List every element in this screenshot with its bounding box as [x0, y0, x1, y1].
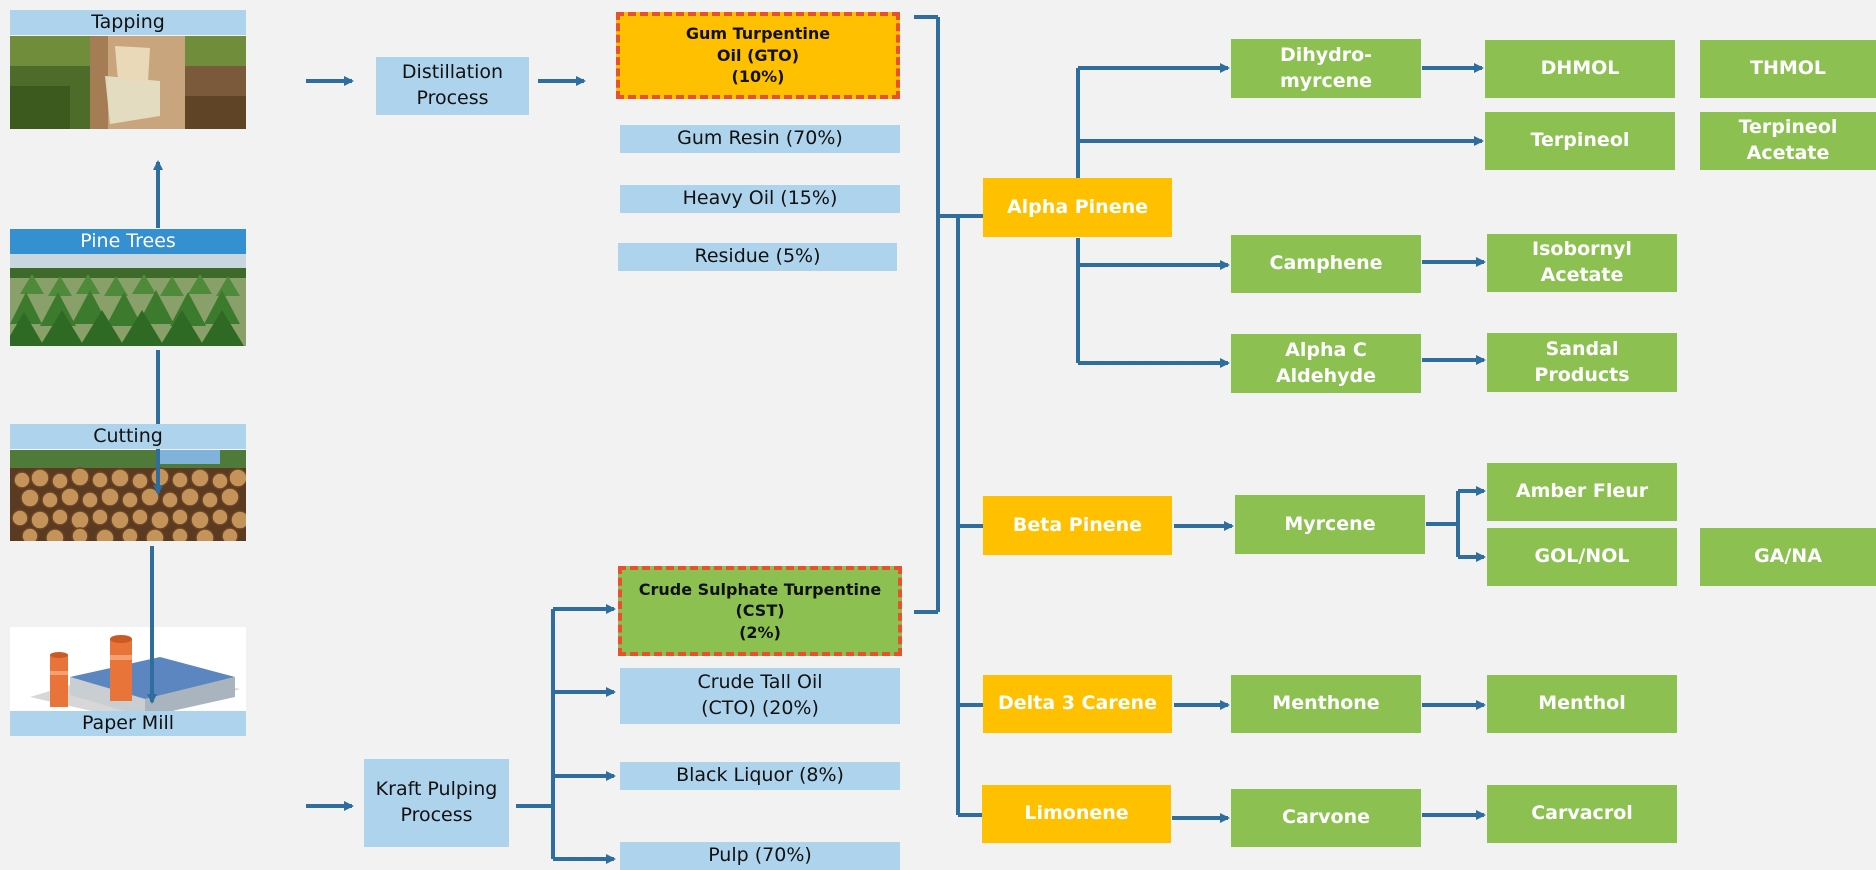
- tapping-photo: [10, 36, 246, 129]
- node-ga-na: GA/NA: [1700, 528, 1876, 586]
- node-crude-sulphate-turpentine: Crude Sulphate Turpentine (CST) (2%): [618, 566, 902, 656]
- node-gum-resin: Gum Resin (70%): [620, 125, 900, 153]
- node-delta-3-carene: Delta 3 Carene: [983, 675, 1172, 733]
- node-black-liquor: Black Liquor (8%): [620, 762, 900, 790]
- node-terpineol: Terpineol: [1485, 112, 1675, 170]
- node-cutting: Cutting: [10, 424, 246, 449]
- node-paper-mill: Paper Mill: [10, 711, 246, 736]
- node-menthol: Menthol: [1487, 675, 1677, 733]
- node-amber-fleur: Amber Fleur: [1487, 463, 1677, 521]
- cutting-photo: [10, 450, 246, 541]
- node-residue: Residue (5%): [618, 243, 897, 271]
- node-carvacrol: Carvacrol: [1487, 785, 1677, 843]
- node-thmol: THMOL: [1700, 40, 1876, 98]
- node-gum-turpentine-oil: Gum Turpentine Oil (GTO) (10%): [616, 12, 900, 99]
- node-terpineol-acetate: Terpineol Acetate: [1700, 112, 1876, 170]
- node-carvone: Carvone: [1231, 789, 1421, 847]
- node-dihydromyrcene: Dihydro- myrcene: [1231, 39, 1421, 98]
- node-menthone: Menthone: [1231, 675, 1421, 733]
- node-gol-nol: GOL/NOL: [1487, 528, 1677, 586]
- node-tapping: Tapping: [10, 10, 246, 35]
- node-dhmol: DHMOL: [1485, 40, 1675, 98]
- node-limonene: Limonene: [982, 785, 1171, 843]
- node-pine-trees: Pine Trees: [10, 229, 246, 254]
- node-isobornyl-acetate: Isobornyl Acetate: [1487, 234, 1677, 292]
- node-sandal-products: Sandal Products: [1487, 333, 1677, 392]
- node-crude-tall-oil: Crude Tall Oil (CTO) (20%): [620, 668, 900, 724]
- node-alpha-pinene: Alpha Pinene: [983, 178, 1172, 237]
- node-beta-pinene: Beta Pinene: [983, 496, 1172, 555]
- node-distillation-process: Distillation Process: [376, 57, 529, 115]
- node-alpha-c-aldehyde: Alpha C Aldehyde: [1231, 334, 1421, 393]
- paper-mill-illustration: [10, 627, 246, 725]
- node-camphene: Camphene: [1231, 235, 1421, 293]
- node-myrcene: Myrcene: [1235, 495, 1425, 554]
- node-kraft-pulping-process: Kraft Pulping Process: [364, 759, 509, 847]
- node-pulp: Pulp (70%): [620, 842, 900, 870]
- node-heavy-oil: Heavy Oil (15%): [620, 185, 900, 213]
- pine-trees-photo: [10, 254, 246, 346]
